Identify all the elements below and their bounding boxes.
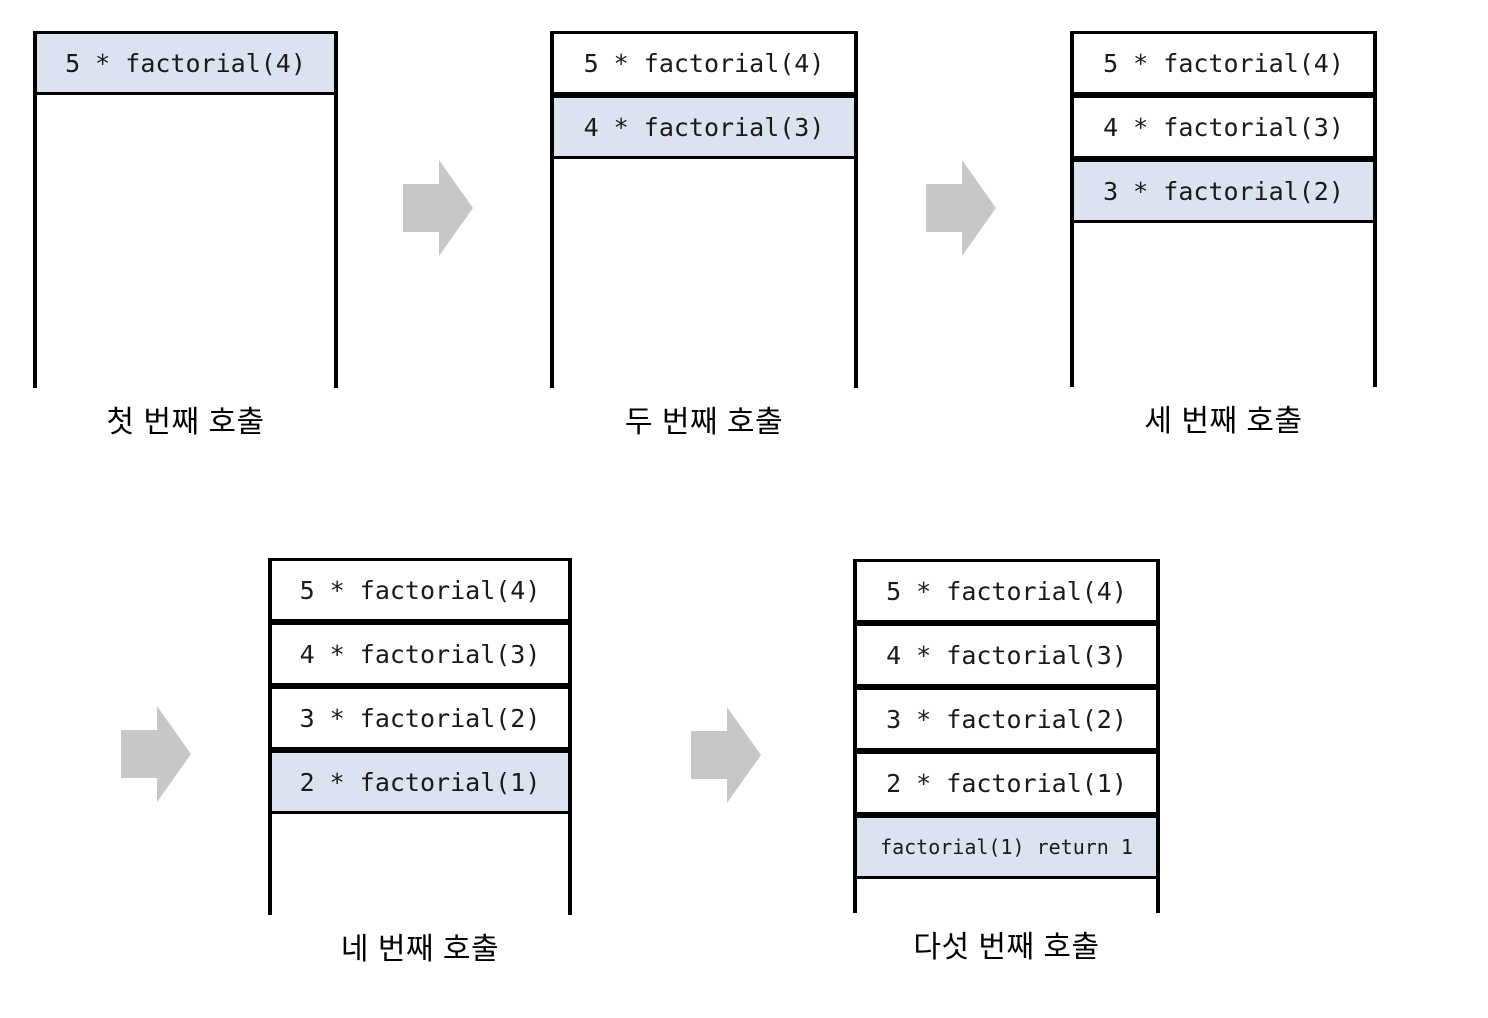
stack-frame: 3 * factorial(2) bbox=[272, 686, 568, 750]
frame-text: 5 * factorial(4) bbox=[1103, 48, 1344, 78]
stack-frame: 5 * factorial(4) bbox=[554, 31, 854, 95]
stack-frame: 5 * factorial(4) bbox=[1074, 31, 1373, 95]
frame-text: 4 * factorial(3) bbox=[1103, 112, 1344, 142]
frame-text: 5 * factorial(4) bbox=[886, 576, 1127, 606]
frame-text: 2 * factorial(1) bbox=[299, 767, 541, 797]
stack-rails: 5 * factorial(4) 4 * factorial(3) 3 * fa… bbox=[853, 559, 1160, 913]
stack-rails: 5 * factorial(4) 4 * factorial(3) 3 * fa… bbox=[1070, 31, 1377, 387]
stack-frame: 3 * factorial(2) bbox=[1074, 159, 1373, 223]
stack-rails: 5 * factorial(4) 4 * factorial(3) 3 * fa… bbox=[268, 558, 572, 915]
call-stack-2: 5 * factorial(4) 4 * factorial(3) 두 번째 호… bbox=[550, 31, 858, 441]
stack-frame: 2 * factorial(1) bbox=[272, 750, 568, 814]
call-stack-3: 5 * factorial(4) 4 * factorial(3) 3 * fa… bbox=[1070, 31, 1377, 440]
stack-frame: factorial(1) return 1 bbox=[857, 815, 1156, 879]
arrow-right-icon bbox=[403, 158, 475, 258]
call-stack-5: 5 * factorial(4) 4 * factorial(3) 3 * fa… bbox=[853, 559, 1160, 966]
stack-frame: 5 * factorial(4) bbox=[857, 559, 1156, 623]
arrow-right-icon bbox=[691, 705, 763, 805]
stack-rails: 5 * factorial(4) bbox=[33, 31, 338, 388]
call-stack-4: 5 * factorial(4) 4 * factorial(3) 3 * fa… bbox=[268, 558, 572, 968]
stack-caption: 네 번째 호출 bbox=[340, 933, 500, 966]
stack-frame: 2 * factorial(1) bbox=[857, 751, 1156, 815]
stack-caption: 두 번째 호출 bbox=[624, 406, 784, 439]
stack-caption: 세 번째 호출 bbox=[1144, 405, 1303, 438]
stack-frame: 4 * factorial(3) bbox=[1074, 95, 1373, 159]
frame-text: 3 * factorial(2) bbox=[299, 703, 541, 733]
frame-text: 5 * factorial(4) bbox=[583, 48, 825, 78]
arrow-right-icon bbox=[926, 158, 998, 258]
frame-text: 4 * factorial(3) bbox=[886, 640, 1127, 670]
stack-frame: 4 * factorial(3) bbox=[272, 622, 568, 686]
frame-text: 4 * factorial(3) bbox=[583, 112, 825, 142]
stack-frame: 5 * factorial(4) bbox=[37, 31, 334, 95]
frame-text: 3 * factorial(2) bbox=[1103, 176, 1344, 206]
stack-caption: 다섯 번째 호출 bbox=[913, 931, 1100, 964]
stack-caption: 첫 번째 호출 bbox=[106, 406, 265, 439]
frame-text: factorial(1) return 1 bbox=[880, 835, 1133, 859]
arrow-right-icon bbox=[121, 704, 193, 804]
frame-text: 4 * factorial(3) bbox=[299, 639, 541, 669]
frame-text: 5 * factorial(4) bbox=[299, 575, 541, 605]
frame-text: 2 * factorial(1) bbox=[886, 768, 1127, 798]
stack-frame: 4 * factorial(3) bbox=[554, 95, 854, 159]
call-stack-1: 5 * factorial(4) 첫 번째 호출 bbox=[33, 31, 338, 441]
stack-frame: 5 * factorial(4) bbox=[272, 558, 568, 622]
frame-text: 5 * factorial(4) bbox=[65, 48, 306, 78]
stack-frame: 4 * factorial(3) bbox=[857, 623, 1156, 687]
stack-rails: 5 * factorial(4) 4 * factorial(3) bbox=[550, 31, 858, 388]
stack-frame: 3 * factorial(2) bbox=[857, 687, 1156, 751]
frame-text: 3 * factorial(2) bbox=[886, 704, 1127, 734]
